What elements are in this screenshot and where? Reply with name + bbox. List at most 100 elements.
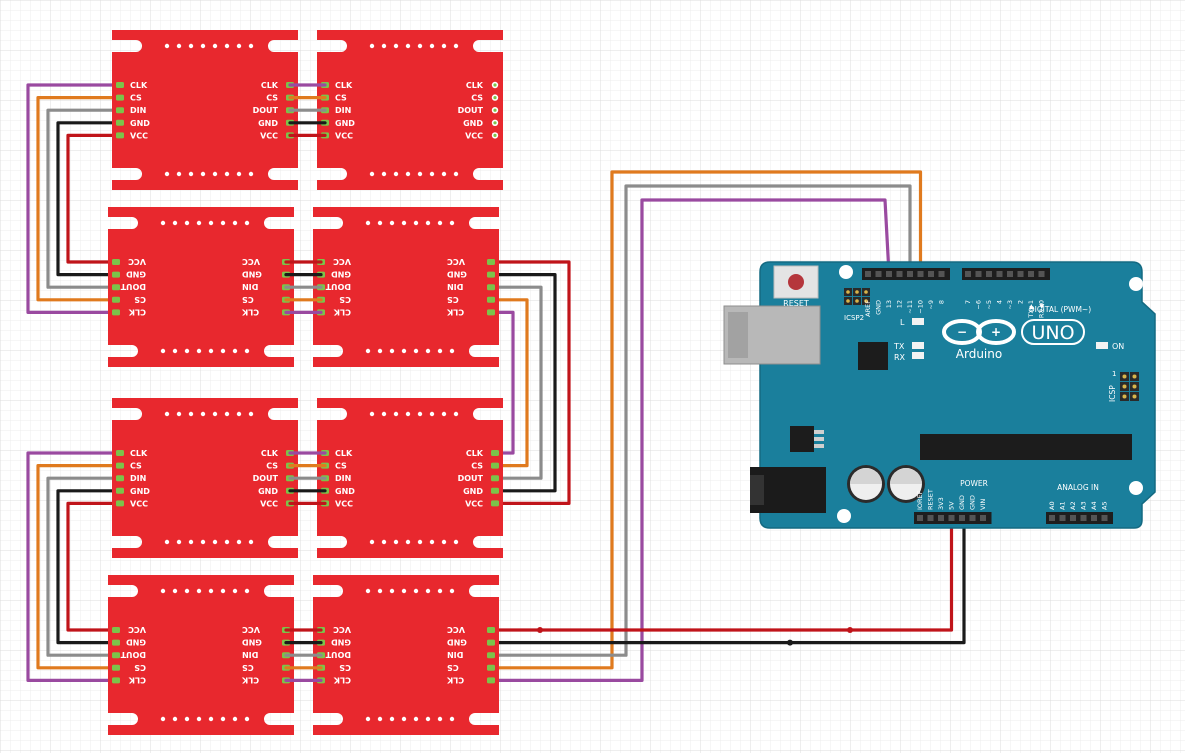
pin-label: VCC	[260, 131, 278, 140]
digital-pin	[886, 271, 892, 277]
digital-label: DIGITAL (PWM~)	[1029, 305, 1091, 314]
header-hole	[413, 716, 419, 722]
pin-label: DOUT	[325, 650, 351, 659]
header-hole	[369, 411, 375, 417]
loop-wire-left	[66, 133, 122, 264]
pin-label: CLK	[466, 81, 484, 90]
pin-label: GND	[335, 487, 355, 496]
digital-pin	[907, 271, 913, 277]
header-hole	[377, 348, 383, 354]
logo-uno: UNO	[1031, 322, 1074, 344]
analog-pin-label: A3	[1080, 501, 1088, 510]
header-hole	[413, 588, 419, 594]
loop-wire-left	[36, 95, 122, 302]
digital-pin	[975, 271, 982, 277]
header-hole	[381, 539, 387, 545]
pin-label: VCC	[130, 499, 148, 508]
digital-pin	[865, 271, 871, 277]
analog-pin	[1091, 515, 1097, 521]
header-hole	[377, 220, 383, 226]
pin-label: CS	[447, 295, 459, 304]
header-hole	[453, 411, 459, 417]
header-hole	[172, 220, 178, 226]
pin-label: CS	[339, 295, 351, 304]
loop-wire-left	[26, 451, 122, 683]
icsp-pin-gold	[1132, 394, 1137, 399]
digital-pin	[986, 271, 992, 277]
logo-plus: +	[991, 325, 1001, 339]
pin-pad	[487, 627, 495, 633]
loop-wire-right	[489, 298, 529, 468]
pin-label: VCC	[335, 499, 353, 508]
pin-pad	[487, 639, 495, 646]
pin-pad	[491, 487, 499, 494]
pin-label: GND	[447, 270, 467, 279]
pin-label: GND	[130, 487, 150, 496]
pin-label: DOUT	[120, 282, 146, 291]
pin-label: CLK	[335, 81, 353, 90]
header-hole	[188, 539, 194, 545]
pin-label: CLK	[333, 675, 351, 684]
header-hole	[389, 716, 395, 722]
header-hole	[200, 171, 206, 177]
digital-pin-label: 4	[996, 300, 1004, 304]
pin-pad	[491, 500, 499, 507]
header-hole	[393, 539, 399, 545]
logo-uno-frame	[1021, 319, 1085, 345]
pin-pad	[487, 271, 495, 278]
header-hole	[244, 348, 250, 354]
icsp2-pin-gold	[864, 290, 868, 294]
header-hole	[441, 43, 447, 49]
pin-label: CLK	[446, 307, 464, 316]
header-hole	[365, 348, 371, 354]
analog-pin-label: A5	[1101, 501, 1109, 510]
pin-pad	[112, 296, 120, 303]
header-hole	[393, 411, 399, 417]
header-hole	[449, 588, 455, 594]
header-hole	[369, 171, 375, 177]
loop-wire-left	[56, 489, 122, 645]
pin-pad	[487, 284, 495, 291]
mounting-hole	[837, 509, 851, 523]
header-hole	[220, 588, 226, 594]
header-hole	[413, 348, 419, 354]
header-hole	[172, 716, 178, 722]
header-hole	[176, 171, 182, 177]
pin-label: GND	[258, 119, 278, 128]
header-hole	[425, 348, 431, 354]
header-hole	[389, 348, 395, 354]
header-hole	[164, 43, 170, 49]
pin-hole-core	[493, 108, 497, 112]
header-hole	[429, 411, 435, 417]
pin-label: VCC	[130, 131, 148, 140]
header-hole	[393, 43, 399, 49]
pin-pad	[116, 475, 124, 482]
pin-label: VCC	[447, 257, 465, 266]
status-led	[912, 342, 924, 349]
wire-junction	[787, 639, 793, 646]
wire-clk-to-pin13	[489, 198, 891, 683]
header-hole	[381, 43, 387, 49]
pin-pad	[112, 284, 120, 291]
header-hole	[212, 411, 218, 417]
icsp-pin-gold	[1122, 394, 1127, 399]
pin-label: CS	[130, 94, 142, 103]
header-hole	[244, 220, 250, 226]
pin-pad	[116, 107, 124, 114]
power-pin	[980, 515, 986, 521]
pin-label: VCC	[333, 625, 351, 634]
loop-wire-left	[46, 108, 122, 289]
pin-label: GND	[242, 270, 262, 279]
header-hole	[437, 348, 443, 354]
header-hole	[377, 588, 383, 594]
usb-inner	[728, 312, 748, 358]
digital-pin	[1028, 271, 1034, 277]
header-hole	[441, 539, 447, 545]
module-pcb	[317, 30, 503, 190]
header-hole	[212, 539, 218, 545]
voltage-regulator	[790, 426, 814, 452]
header-hole	[417, 539, 423, 545]
mounting-hole	[839, 265, 853, 279]
pin-pad	[487, 652, 495, 659]
